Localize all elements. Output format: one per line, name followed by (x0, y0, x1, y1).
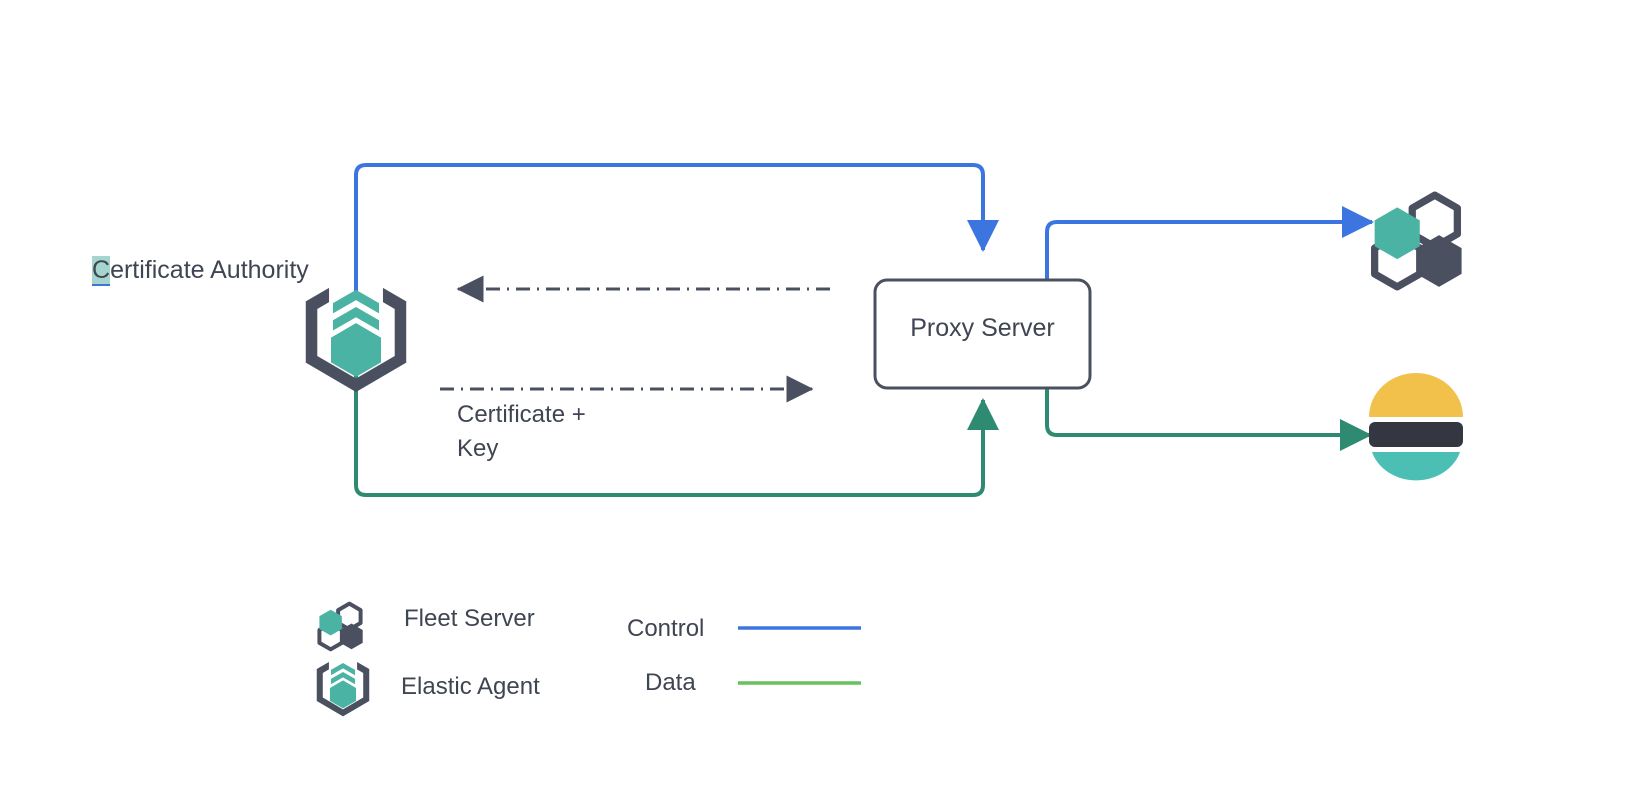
legend-fleet-server-icon (317, 601, 363, 652)
legend-item-fleet-server-label: Fleet Server (404, 605, 535, 632)
proxy-server-label: Proxy Server (910, 314, 1055, 342)
fleet-server-icon (1370, 191, 1462, 291)
edge-ca-to-proxy-data (354, 368, 999, 497)
certificate-key-line-2: Key (457, 435, 499, 462)
certificate-key-edge-label: Certificate + Key (457, 398, 586, 466)
node-proxy-server[interactable] (873, 278, 1092, 390)
elastic-agent-icon (305, 287, 407, 393)
elasticsearch-icon (1369, 373, 1463, 481)
edge-proxy-to-fleet-control (1045, 206, 1374, 281)
certificate-key-line-1: Certificate + (457, 401, 586, 428)
legend-line-data-label: Data (645, 669, 696, 696)
certificate-authority-label: Certificate Authority (92, 255, 309, 286)
legend-elastic-agent-icon (316, 661, 370, 717)
edge-ca-to-proxy-control (354, 163, 999, 300)
legend-item-elastic-agent-label: Elastic Agent (401, 673, 540, 700)
certificate-authority-label-rest: ertificate Authority (110, 256, 309, 284)
selected-character: C (92, 256, 111, 286)
legend-line-control-label: Control (627, 615, 705, 642)
edge-proxy-to-elasticsearch-data (1045, 281, 1372, 451)
